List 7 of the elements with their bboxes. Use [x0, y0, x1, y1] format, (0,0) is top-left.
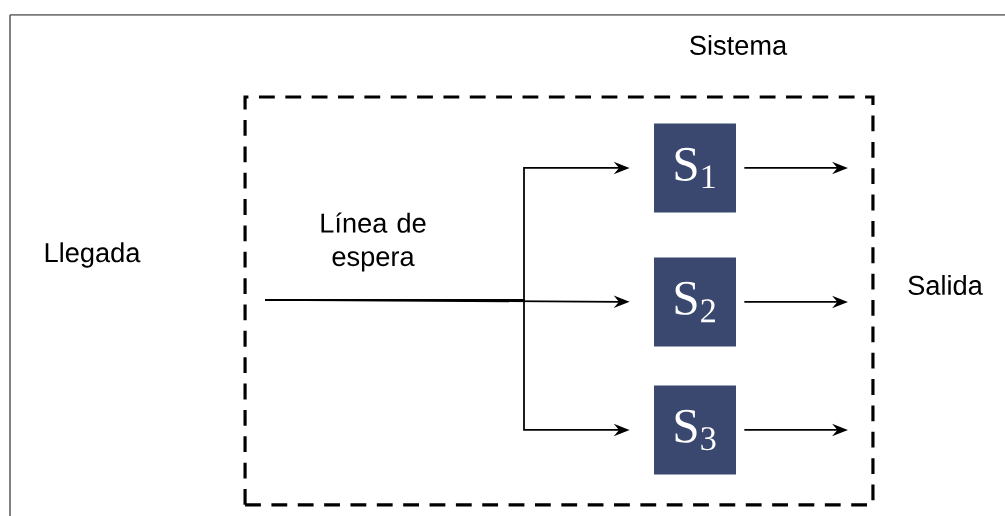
box-heading: Sistema — [690, 35, 788, 55]
side-label: Salida — [908, 275, 983, 295]
server-box: S$_{3}$ — [654, 385, 736, 475]
edge-label: Línea de espera — [321, 212, 426, 272]
server-box: S$_{1}$ — [654, 123, 736, 213]
side-label: Llegada — [45, 242, 141, 268]
server-box: S$_{2}$ — [654, 257, 736, 347]
